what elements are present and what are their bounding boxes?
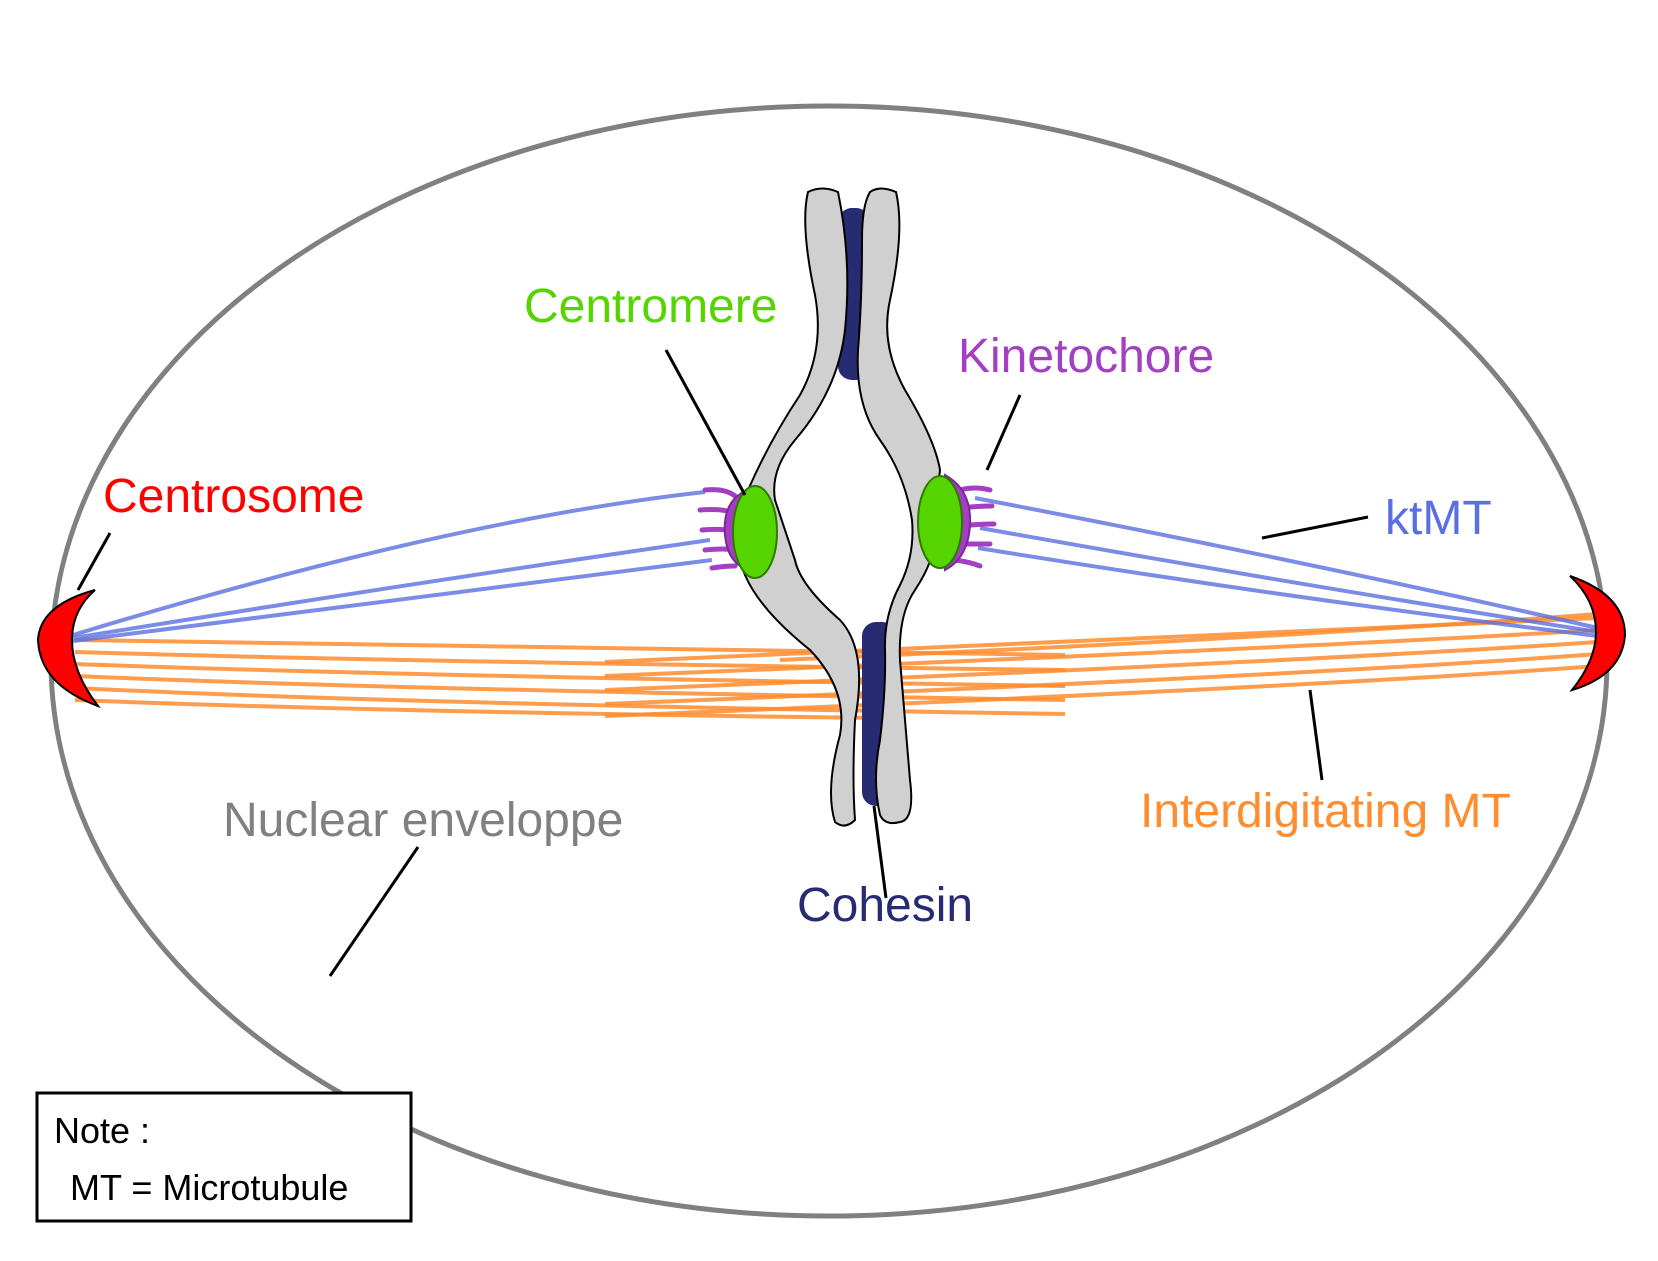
kinetochore-microtubules bbox=[72, 490, 1599, 643]
ktmt-label: ktMT bbox=[1385, 492, 1492, 545]
centromere-left bbox=[732, 485, 778, 579]
ktmt-leader bbox=[1261, 515, 1369, 540]
cohesin-label: Cohesin bbox=[797, 879, 973, 932]
nuclear-envelope-label: Nuclear enveloppe bbox=[223, 794, 623, 847]
note-text: MT = Microtubule bbox=[70, 1167, 348, 1208]
kinetochore-label: Kinetochore bbox=[958, 330, 1214, 383]
centrosome-left bbox=[36, 589, 101, 709]
note-title: Note : bbox=[54, 1110, 150, 1151]
cohesin-leader bbox=[872, 805, 888, 899]
centromere-label: Centromere bbox=[524, 280, 777, 333]
centrosome-leader bbox=[76, 532, 112, 591]
chromatid-right bbox=[856, 187, 942, 825]
interdigitating-mt-label: Interdigitating MT bbox=[1140, 785, 1511, 838]
kinetochore-leader bbox=[985, 394, 1022, 471]
note-box: Note : MT = Microtubule bbox=[35, 1091, 413, 1223]
leader-lines bbox=[76, 349, 1369, 977]
centrosome-label: Centrosome bbox=[103, 470, 364, 523]
centromere-right bbox=[917, 475, 963, 569]
chromatid-left bbox=[737, 187, 861, 827]
note-frame bbox=[35, 1091, 413, 1223]
nuclear-envelope-leader bbox=[328, 846, 420, 977]
centrosome-right bbox=[1569, 575, 1627, 692]
chromosome bbox=[737, 187, 942, 827]
centromere-leader bbox=[664, 349, 747, 496]
interdigitating-leader bbox=[1308, 689, 1324, 781]
